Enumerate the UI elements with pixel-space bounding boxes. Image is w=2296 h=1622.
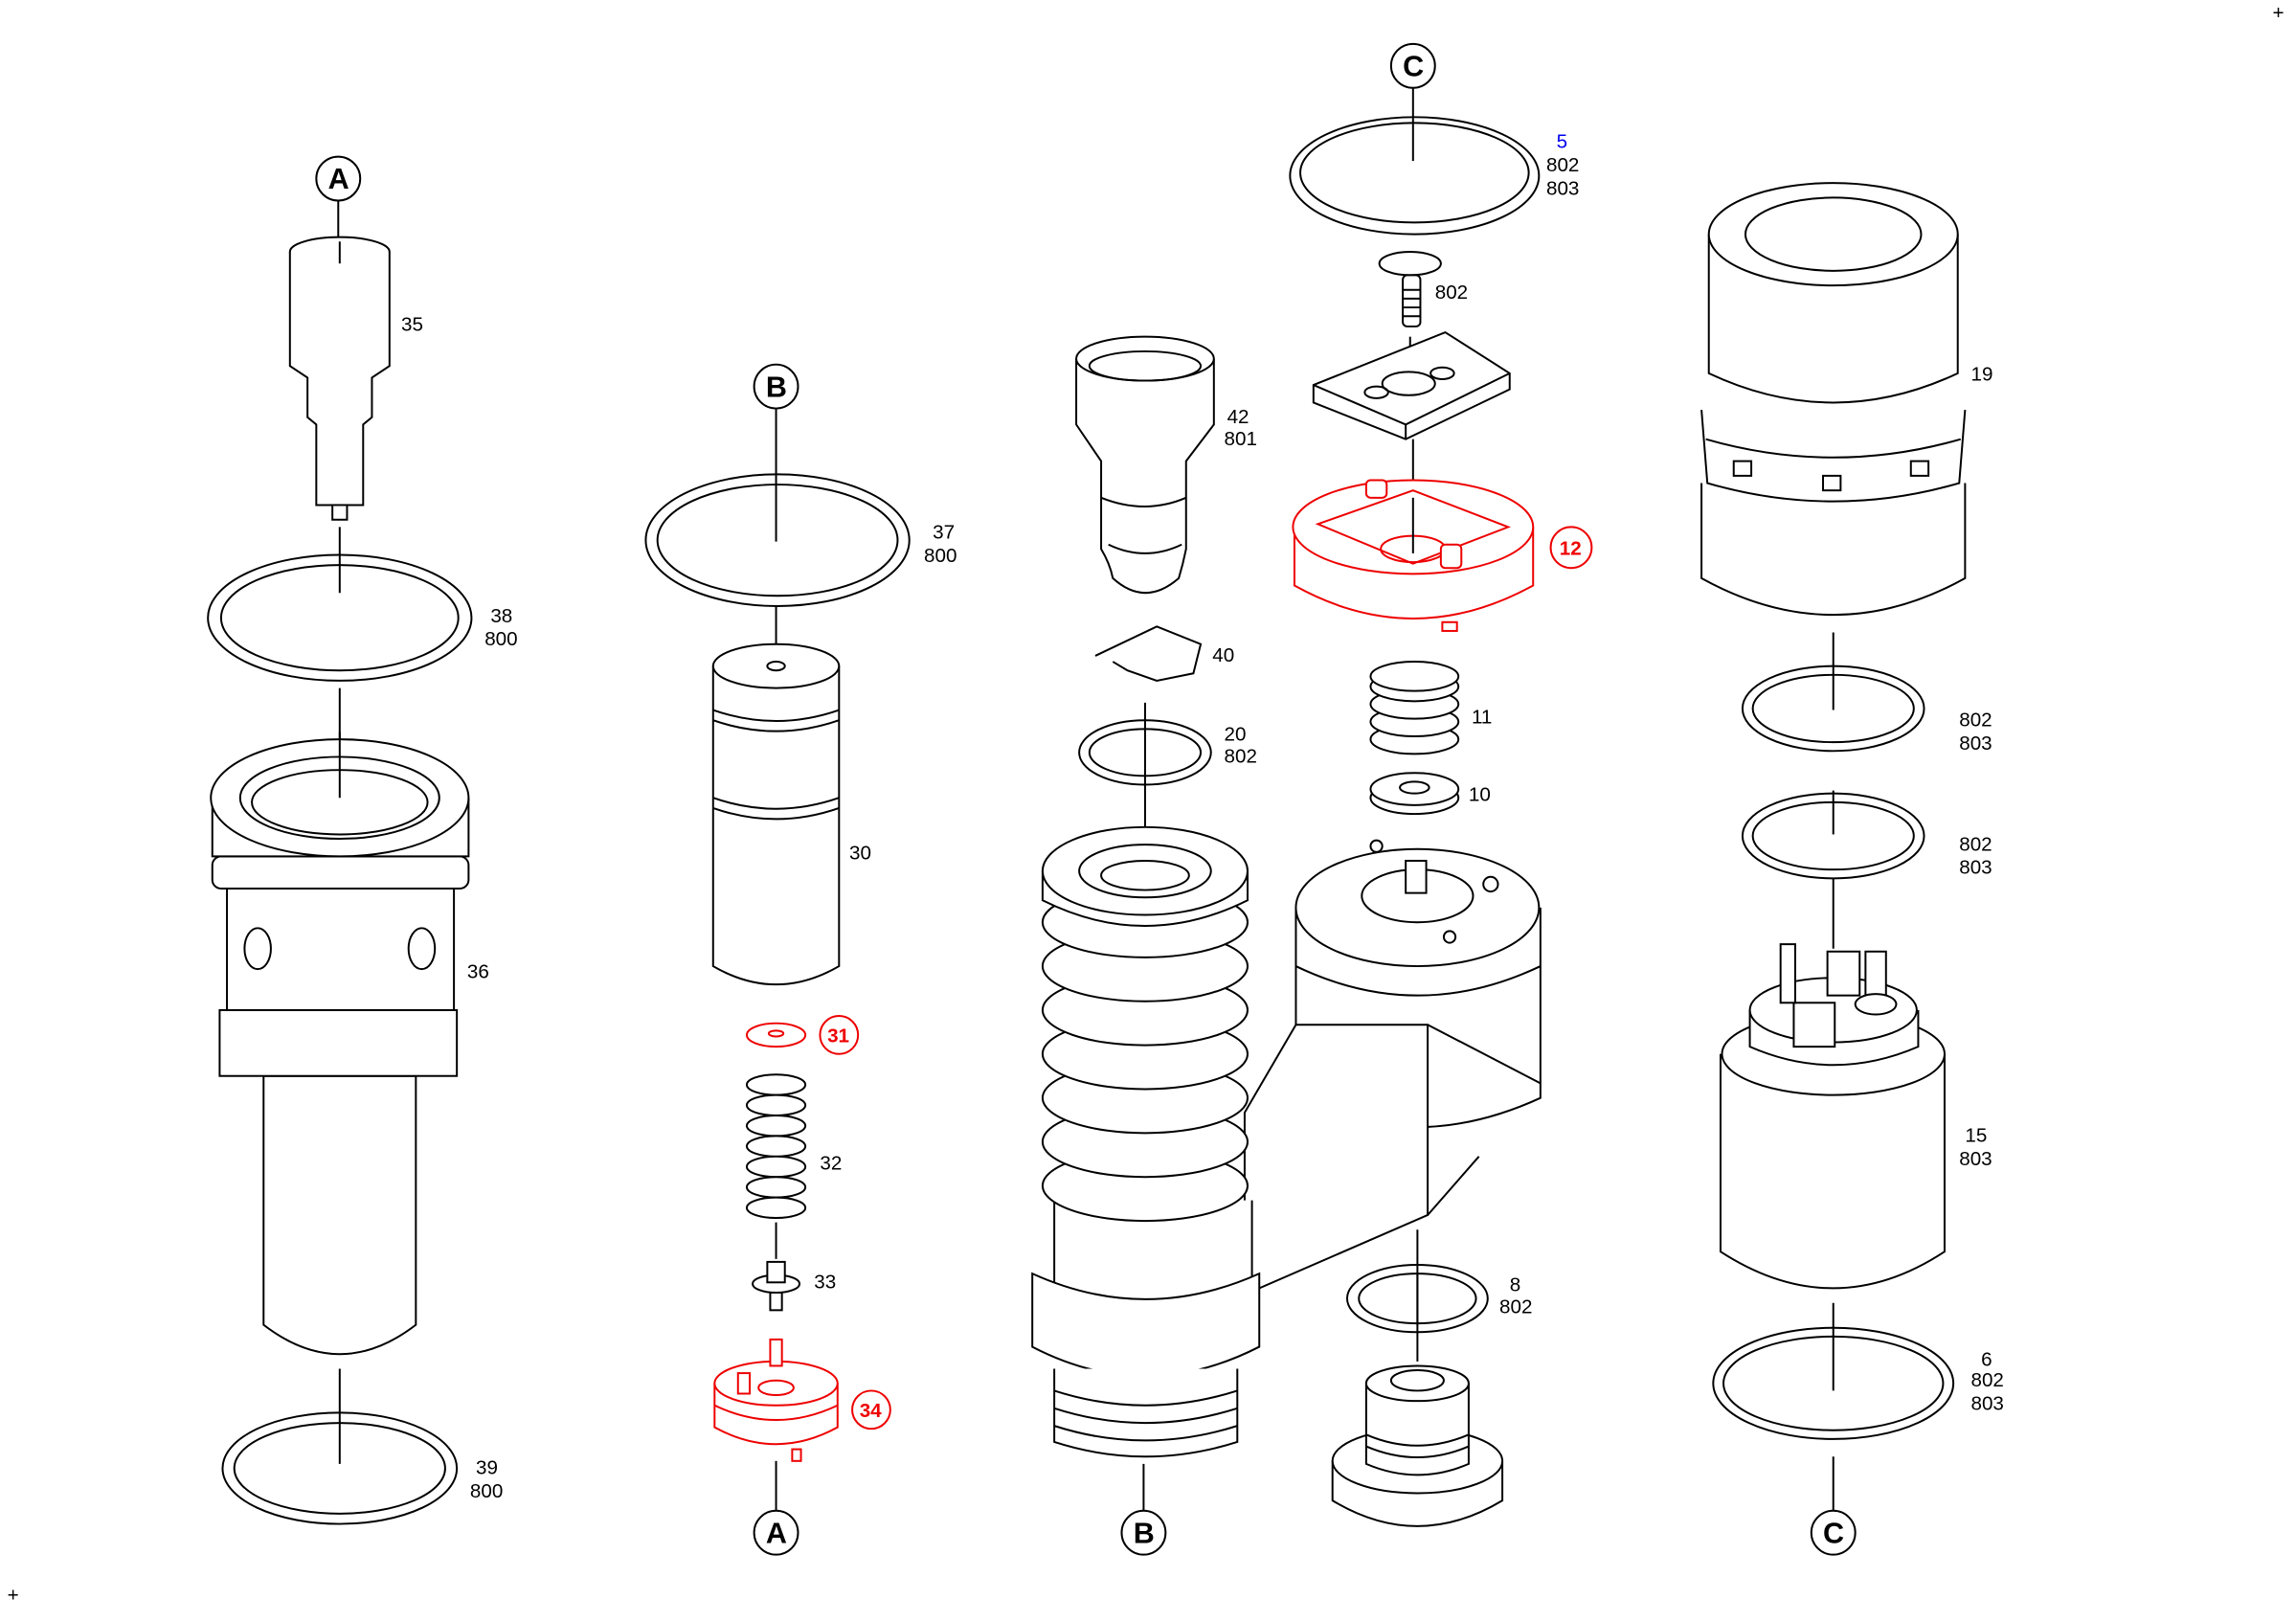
part-label-40[interactable]: 40 [1212,644,1234,666]
part-label-6-kit-802[interactable]: 802 [1970,1369,2003,1391]
part-10-washer[interactable] [1369,772,1460,816]
part-label-15-kit[interactable]: 803 [1959,1148,1992,1170]
corner-cross-top-right: + [2273,2,2285,24]
part-label-42-kit[interactable]: 801 [1225,428,1257,450]
svg-text:A: A [766,1517,787,1549]
column-a-nozzle-assembly: A 35 38 800 36 [207,155,518,1525]
connector-b-top[interactable]: B [753,363,799,410]
column-b-plunger-assembly: B 37 800 30 31 [644,363,957,1556]
part-20-o-ring[interactable] [1078,702,1212,827]
part-o-ring-802-803-upper[interactable] [1741,665,1925,753]
pump-housing [1031,839,1542,1458]
connector-a-bottom[interactable]: A [753,1509,799,1556]
part-label-5-kit-803[interactable]: 803 [1546,177,1579,199]
part-label-15[interactable]: 15 [1965,1125,1987,1147]
part-37-o-ring[interactable] [644,473,911,607]
part-36-nozzle-nut[interactable] [210,732,470,1356]
part-label-38-kit[interactable]: 800 [484,628,517,650]
part-label-36[interactable]: 36 [467,960,489,982]
part-label-802-screw[interactable]: 802 [1435,282,1468,304]
part-30-plunger-barrel[interactable] [711,642,841,986]
svg-text:C: C [1403,51,1424,83]
part-label-8-kit[interactable]: 802 [1499,1295,1532,1318]
part-19-cap-nut[interactable] [1700,182,1967,617]
part-label-31-highlighted[interactable]: 31 [819,1015,860,1055]
svg-text:C: C [1823,1517,1844,1549]
svg-text:34: 34 [860,1400,882,1422]
part-5-o-ring[interactable] [1289,116,1541,236]
part-label-30[interactable]: 30 [849,842,871,864]
connector-b-bottom[interactable]: B [1120,1509,1167,1556]
part-label-802-lower[interactable]: 802 [1959,833,1992,855]
plunger-spring [1041,825,1249,1223]
part-label-5-link[interactable]: 5 [1557,130,1567,152]
connector-c-top[interactable]: C [1389,42,1436,89]
part-label-32[interactable]: 32 [820,1153,842,1175]
part-35-nozzle[interactable] [288,236,391,521]
corner-cross-bottom-left: + [8,1585,19,1607]
part-label-6[interactable]: 6 [1981,1348,1992,1370]
part-34-intermediate-disc[interactable] [713,1338,839,1462]
column-c-valve-assembly: C 5 802 803 802 [1289,42,1593,1527]
part-label-803-upper[interactable]: 803 [1959,732,1992,755]
part-label-19[interactable]: 19 [1970,364,1992,386]
part-label-34-highlighted[interactable]: 34 [851,1389,891,1431]
part-label-803-lower[interactable]: 803 [1959,857,1992,879]
part-label-10[interactable]: 10 [1469,783,1491,805]
part-label-8[interactable]: 8 [1510,1273,1520,1295]
part-15-solenoid[interactable] [1719,943,1946,1290]
part-label-33[interactable]: 33 [814,1271,836,1293]
valve-plate [1312,330,1511,440]
svg-text:B: B [766,371,787,403]
part-12-valve-body[interactable] [1292,479,1535,632]
part-39-o-ring[interactable] [221,1411,459,1525]
part-42-tappet[interactable] [1075,335,1215,595]
part-label-20[interactable]: 20 [1225,724,1247,746]
part-label-35[interactable]: 35 [401,314,423,336]
part-32-spring[interactable] [745,1073,807,1220]
svg-text:A: A [328,163,349,195]
connector-c-bottom[interactable]: C [1810,1509,1857,1556]
part-label-39-kit[interactable]: 800 [470,1480,503,1502]
part-label-11[interactable]: 11 [1472,706,1492,728]
part-31-shim[interactable] [745,1022,807,1048]
part-6-o-ring[interactable] [1712,1326,1955,1440]
part-label-37-kit[interactable]: 800 [924,545,957,567]
svg-text:12: 12 [1560,537,1582,559]
part-label-6-kit-803[interactable]: 803 [1970,1392,2003,1414]
part-33-spring-seat[interactable] [752,1260,801,1312]
column-pump-body: 42 801 40 20 802 [1031,335,1542,1556]
part-8-o-ring[interactable] [1345,1263,1489,1334]
valve-nut [1331,1364,1504,1527]
svg-text:B: B [1134,1517,1155,1549]
part-label-12-highlighted[interactable]: 12 [1549,526,1593,570]
part-802-screw[interactable] [1378,250,1442,327]
part-11-spring[interactable] [1369,661,1460,755]
column-solenoid-assembly: 19 802 803 802 803 15 803 [1700,182,2004,1556]
part-label-42[interactable]: 42 [1227,406,1249,428]
part-40-retaining-clip[interactable] [1094,625,1203,682]
connector-a-top[interactable]: A [315,155,362,202]
part-label-5-kit-802[interactable]: 802 [1546,154,1579,176]
svg-text:31: 31 [827,1025,849,1048]
part-label-802-upper[interactable]: 802 [1959,709,1992,731]
part-label-20-kit[interactable]: 802 [1225,746,1257,768]
part-38-o-ring[interactable] [207,553,473,682]
part-label-37[interactable]: 37 [933,522,955,544]
part-label-39[interactable]: 39 [476,1457,498,1479]
part-label-38[interactable]: 38 [490,605,512,627]
